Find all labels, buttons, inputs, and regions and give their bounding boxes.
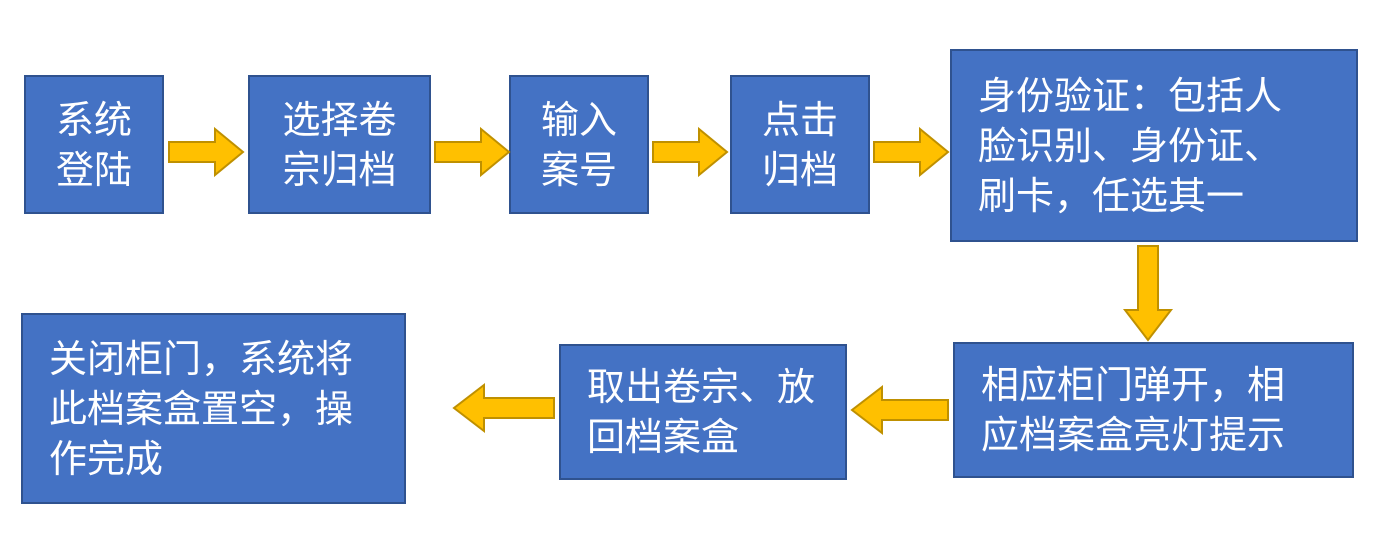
arrow-right-icon — [873, 126, 950, 178]
step-close-door-complete: 关闭柜门，系统将 此档案盒置空，操 作完成 — [21, 313, 406, 504]
arrow-right-icon — [168, 126, 245, 178]
step-click-archive-label: 点击 归档 — [761, 97, 838, 192]
step-close-door-complete-label: 关闭柜门，系统将 此档案盒置空，操 作完成 — [49, 336, 354, 481]
step-select-archive: 选择卷 宗归档 — [248, 75, 431, 214]
arrow-right-icon — [652, 126, 729, 178]
step-cabinet-door-opens-label: 相应柜门弹开，相 应档案盒亮灯提示 — [981, 363, 1286, 457]
step-identity-verification-label: 身份验证：包括人 脸识别、身份证、 刷卡，任选其一 — [978, 73, 1283, 218]
step-take-out-return-file-label: 取出卷宗、放 回档案盒 — [587, 365, 816, 459]
arrow-down-icon — [1122, 245, 1174, 342]
step-system-login-label: 系统 登陆 — [55, 97, 132, 192]
step-click-archive: 点击 归档 — [730, 75, 870, 214]
step-enter-case-number: 输入 案号 — [509, 75, 649, 214]
arrow-left-icon — [452, 382, 555, 434]
step-system-login: 系统 登陆 — [24, 75, 164, 214]
step-cabinet-door-opens: 相应柜门弹开，相 应档案盒亮灯提示 — [953, 342, 1354, 478]
step-take-out-return-file: 取出卷宗、放 回档案盒 — [559, 344, 847, 480]
arrow-left-icon — [850, 384, 949, 436]
arrow-right-icon — [434, 126, 511, 178]
step-select-archive-label: 选择卷 宗归档 — [282, 97, 397, 192]
step-enter-case-number-label: 输入 案号 — [540, 97, 617, 192]
step-identity-verification: 身份验证：包括人 脸识别、身份证、 刷卡，任选其一 — [950, 49, 1358, 242]
